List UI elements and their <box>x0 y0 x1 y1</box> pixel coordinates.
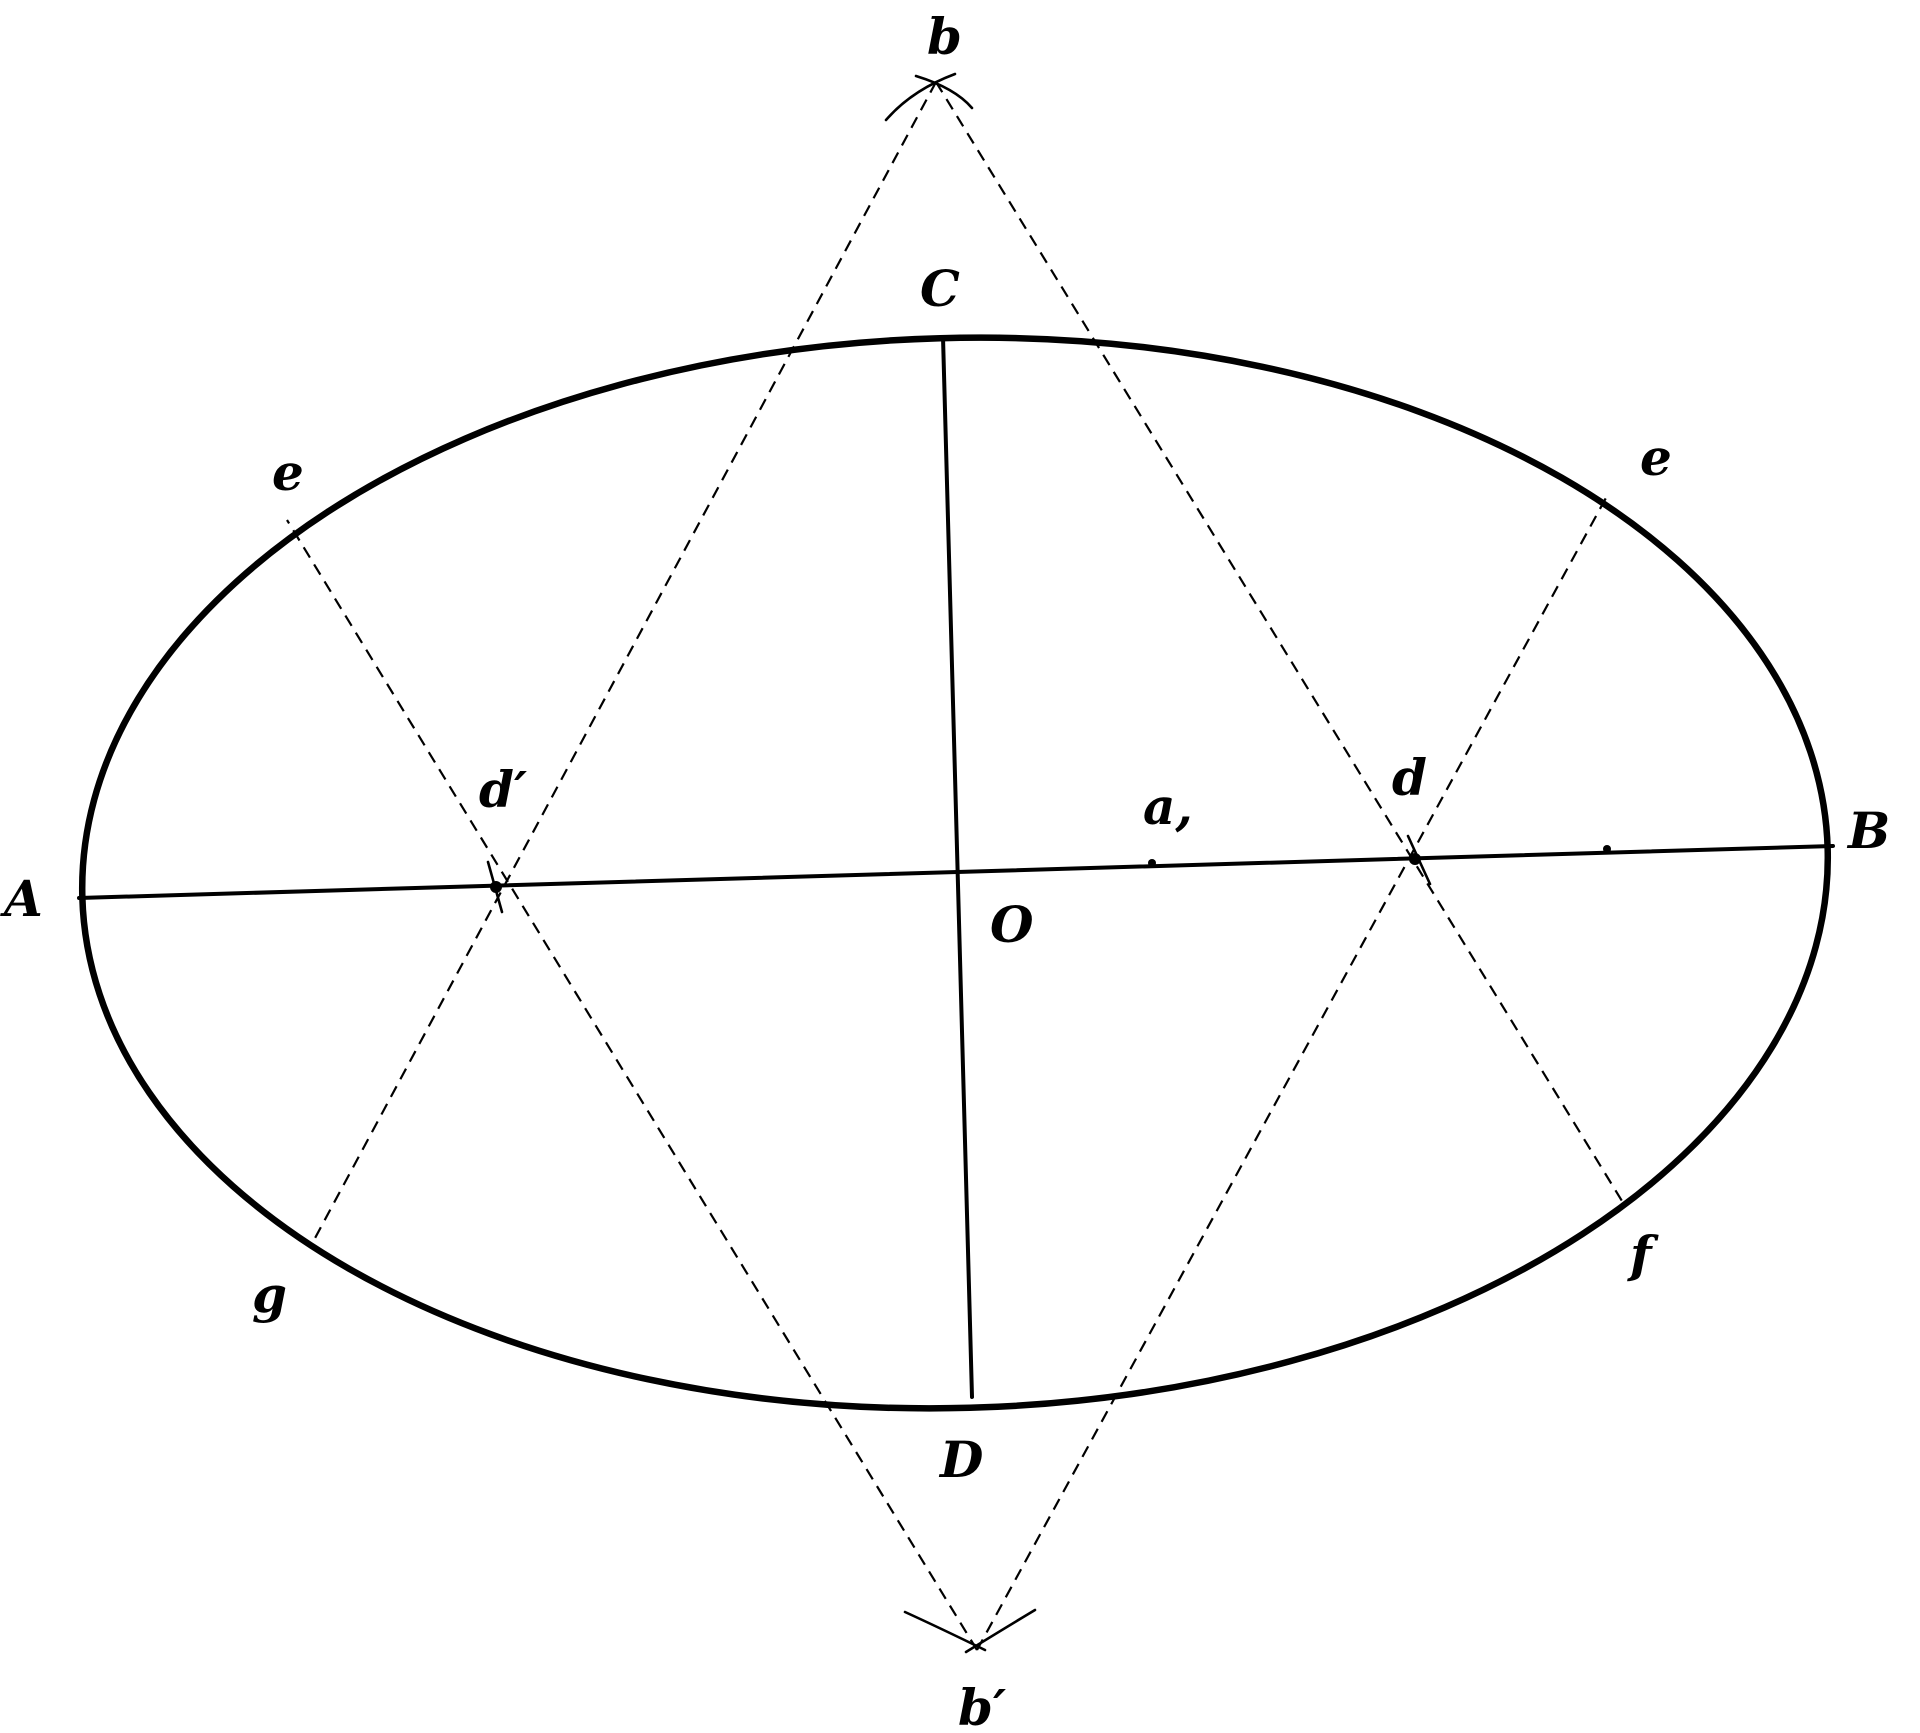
line-bprime-to-e-right <box>976 495 1608 1651</box>
label-b: b <box>927 7 962 66</box>
arc-mark-b <box>884 72 957 122</box>
point-a <box>1148 859 1156 867</box>
label-C: C <box>920 259 960 318</box>
label-A: A <box>0 869 43 928</box>
line-b-to-f <box>935 81 1623 1202</box>
label-e-left: e <box>272 443 304 502</box>
point-bar <box>1603 845 1611 853</box>
point-d <box>1409 853 1421 865</box>
arc-mark-bprime <box>903 1610 987 1652</box>
point-d-prime <box>490 881 502 893</box>
label-a: a, <box>1143 777 1193 836</box>
label-d-prime: d′ <box>479 760 527 819</box>
label-B: B <box>1846 801 1890 860</box>
label-O: O <box>990 895 1034 954</box>
label-f: f <box>1627 1225 1659 1284</box>
line-b-to-g <box>313 81 937 1241</box>
line-bprime-to-e-left <box>286 519 978 1651</box>
label-D: D <box>938 1430 983 1489</box>
label-b-prime: b′ <box>958 1678 1006 1733</box>
label-e-right: e <box>1640 428 1672 487</box>
arc-mark-bprime-2 <box>964 1608 1037 1654</box>
label-d: d <box>1392 748 1427 807</box>
minor-axis-cd <box>941 335 974 1399</box>
label-g: g <box>252 1265 287 1324</box>
arc-mark-b-2 <box>914 74 974 110</box>
